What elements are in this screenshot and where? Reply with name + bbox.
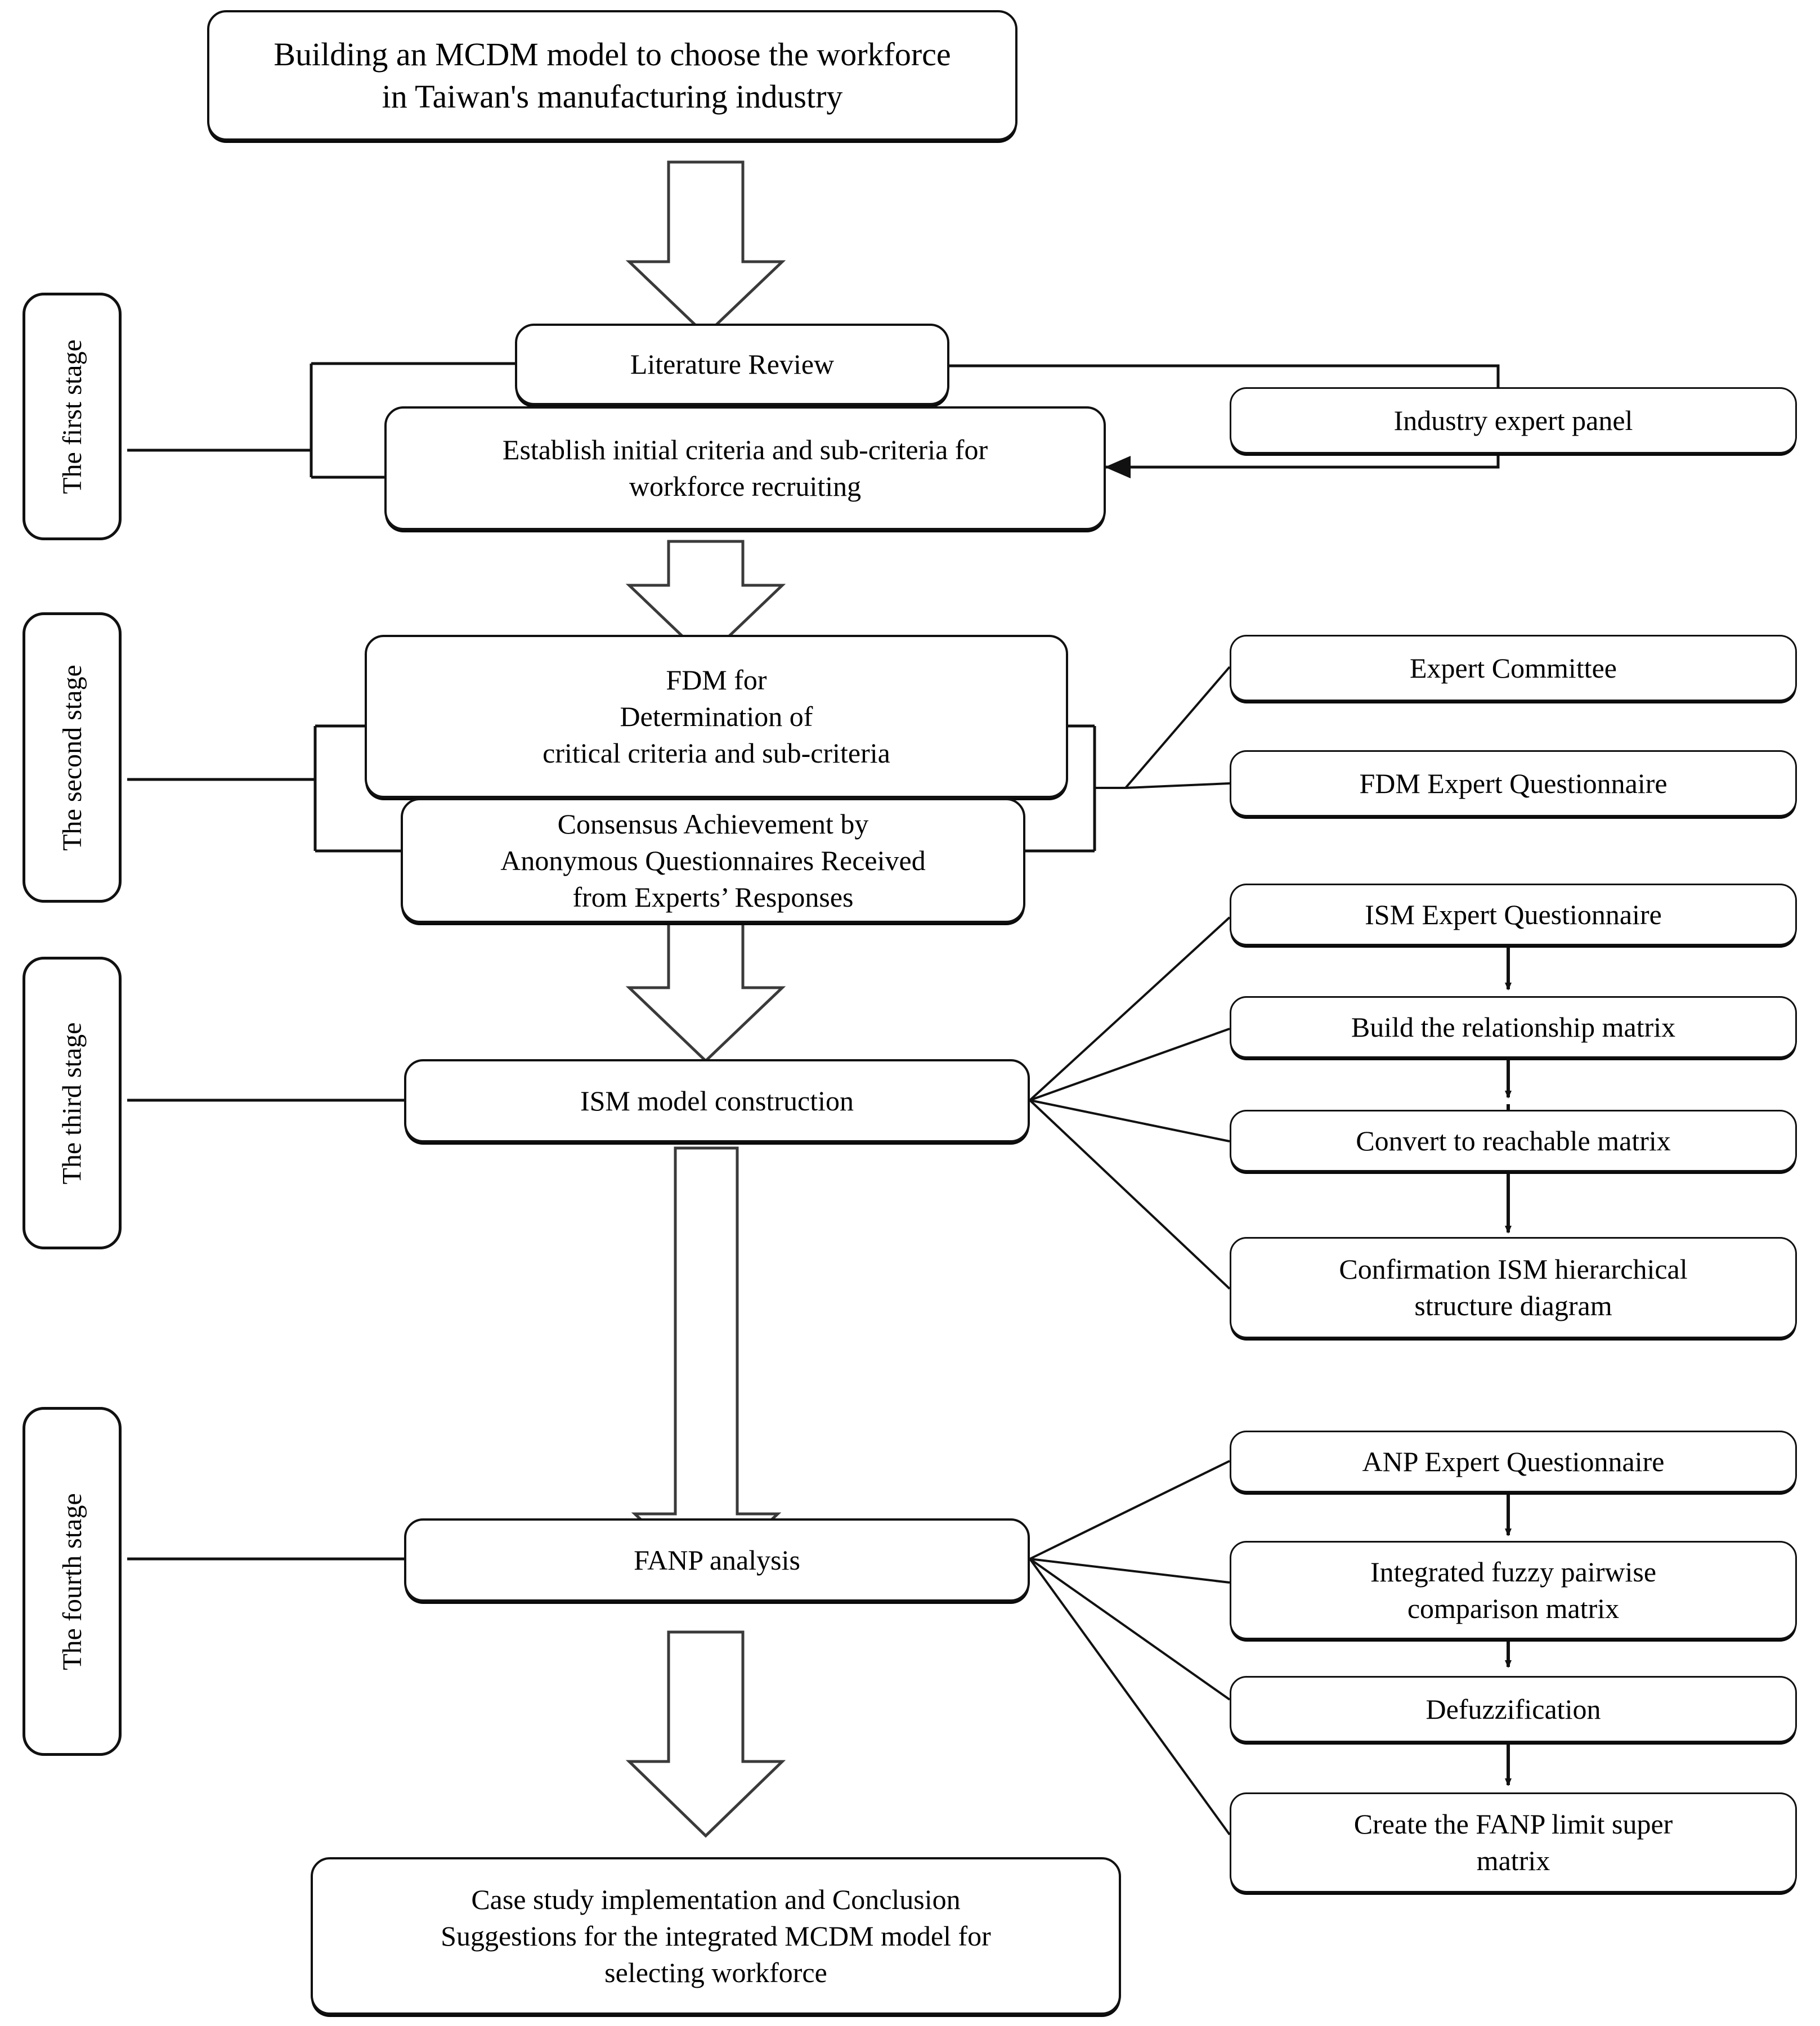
- ism-fan-3: [1029, 1099, 1230, 1142]
- fanp-fan-1: [1029, 1460, 1230, 1560]
- node-fanp-step-3-label: Create the FANP limit super matrix: [1353, 1808, 1673, 1876]
- stage-label-third-text: The third stage: [57, 1022, 87, 1184]
- node-fdm-determination-label: FDM for Determination of critical criter…: [543, 664, 890, 769]
- node-literature-review: Literature Review: [515, 324, 949, 405]
- ism-fan-1: [1029, 916, 1231, 1101]
- stage-label-fourth-text: The fourth stage: [57, 1492, 87, 1670]
- node-ism-step-1-label: Build the relationship matrix: [1351, 1011, 1676, 1043]
- node-fanp-step-3: Create the FANP limit super matrix: [1230, 1792, 1797, 1893]
- line-to-expert-committee: [1124, 666, 1231, 789]
- node-conclusion: Case study implementation and Conclusion…: [311, 1857, 1121, 2015]
- node-fanp-step-2: Defuzzification: [1230, 1676, 1797, 1742]
- fanp-fan-3: [1029, 1558, 1231, 1701]
- line-to-fdm-questionnaire: [1125, 782, 1230, 789]
- title-box-label: Building an MCDM model to choose the wor…: [274, 35, 951, 115]
- node-fanp-step-0-label: ANP Expert Questionnaire: [1362, 1445, 1665, 1477]
- stage-label-fourth: The fourth stage: [23, 1407, 122, 1756]
- node-fanp-analysis-label: FANP analysis: [634, 1544, 800, 1576]
- node-fdm-determination: FDM for Determination of critical criter…: [365, 635, 1068, 798]
- node-ism-step-0-label: ISM Expert Questionnaire: [1365, 898, 1662, 930]
- block-arrow-title-to-stage1: [625, 160, 786, 337]
- block-arrow-stage3-to-stage4: [631, 1146, 782, 1584]
- fanp-fan-2: [1029, 1558, 1230, 1584]
- block-arrow-stage4-to-conclusion: [625, 1630, 786, 1838]
- block-arrow-stage2-to-stage3: [625, 921, 786, 1063]
- ism-fan-2: [1029, 1028, 1230, 1101]
- stage-label-second-text: The second stage: [57, 664, 87, 851]
- node-fanp-step-0: ANP Expert Questionnaire: [1230, 1431, 1797, 1492]
- node-fdm-questionnaire: FDM Expert Questionnaire: [1230, 750, 1797, 817]
- node-establish-criteria-label: Establish initial criteria and sub-crite…: [502, 434, 988, 502]
- node-ism-step-2: Convert to reachable matrix: [1230, 1110, 1797, 1172]
- node-ism-model-construction: ISM model construction: [404, 1059, 1030, 1142]
- node-ism-model-construction-label: ISM model construction: [580, 1084, 854, 1117]
- block-arrow-stage1-to-stage2: [625, 540, 786, 661]
- node-ism-step-0: ISM Expert Questionnaire: [1230, 884, 1797, 945]
- node-industry-expert-panel-label: Industry expert panel: [1393, 404, 1633, 436]
- node-literature-review-label: Literature Review: [630, 348, 835, 380]
- node-conclusion-label: Case study implementation and Conclusion…: [441, 1883, 991, 1988]
- node-expert-committee-label: Expert Committee: [1410, 652, 1617, 684]
- node-fdm-questionnaire-label: FDM Expert Questionnaire: [1359, 767, 1667, 799]
- stage-label-third: The third stage: [23, 957, 122, 1249]
- node-fanp-analysis: FANP analysis: [404, 1518, 1030, 1602]
- stage-label-first-text: The first stage: [57, 339, 87, 494]
- node-expert-committee: Expert Committee: [1230, 635, 1797, 701]
- title-box: Building an MCDM model to choose the wor…: [207, 10, 1017, 141]
- node-fanp-step-1: Integrated fuzzy pairwise comparison mat…: [1230, 1541, 1797, 1639]
- node-ism-step-1: Build the relationship matrix: [1230, 996, 1797, 1058]
- node-fanp-step-2-label: Defuzzification: [1425, 1693, 1601, 1725]
- ism-fan-4: [1029, 1099, 1231, 1290]
- node-ism-step-2-label: Convert to reachable matrix: [1356, 1124, 1671, 1157]
- node-consensus-achievement: Consensus Achievement by Anonymous Quest…: [401, 798, 1025, 923]
- node-consensus-achievement-label: Consensus Achievement by Anonymous Quest…: [500, 808, 926, 913]
- node-ism-step-3-label: Confirmation ISM hierarchical structure …: [1339, 1253, 1688, 1321]
- stage-label-second: The second stage: [23, 612, 122, 903]
- node-ism-step-3: Confirmation ISM hierarchical structure …: [1230, 1237, 1797, 1338]
- fanp-fan-4: [1029, 1558, 1231, 1836]
- stage-label-first: The first stage: [23, 293, 122, 540]
- node-fanp-step-1-label: Integrated fuzzy pairwise comparison mat…: [1370, 1556, 1657, 1624]
- node-industry-expert-panel: Industry expert panel: [1230, 387, 1797, 454]
- node-establish-criteria: Establish initial criteria and sub-crite…: [384, 406, 1106, 530]
